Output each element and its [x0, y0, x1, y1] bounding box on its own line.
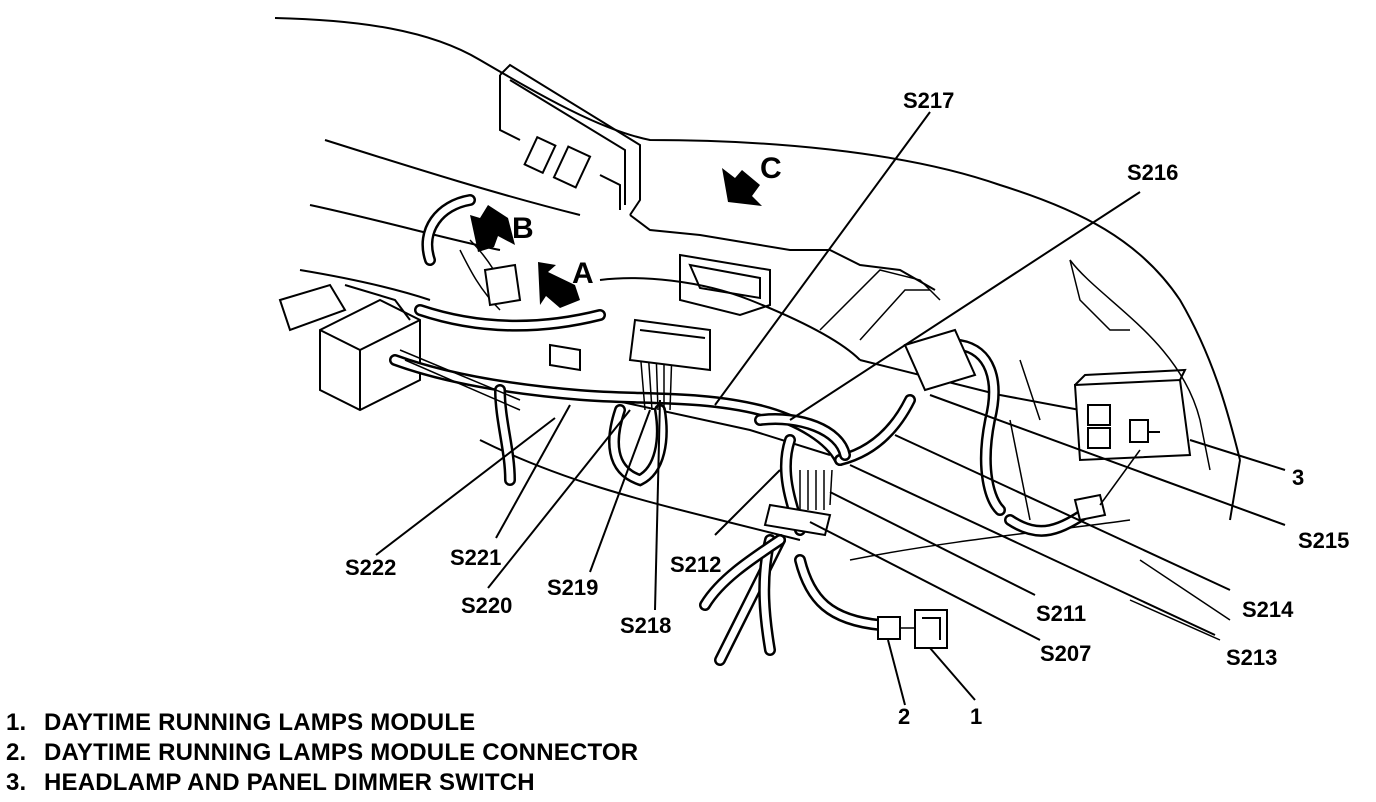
cluster-housing	[499, 63, 641, 216]
instrument-panel-outline	[274, 17, 1241, 641]
leader-lines	[375, 111, 1286, 706]
splice-label-s215: S215	[1298, 528, 1349, 553]
callout-1: 1	[970, 704, 982, 729]
splice-labels: S217 S216 S215 S214 S213 S212 S211 S207 …	[345, 88, 1349, 670]
legend-text: DAYTIME RUNNING LAMPS MODULE	[44, 709, 476, 736]
splice-label-s220: S220	[461, 593, 512, 618]
view-arrow-c: C	[722, 152, 782, 206]
left-connector-block	[278, 283, 421, 412]
splice-label-s222: S222	[345, 555, 396, 580]
legend-item: 3. HEADLAMP AND PANEL DIMMER SWITCH	[6, 768, 638, 798]
legend-text: HEADLAMP AND PANEL DIMMER SWITCH	[44, 769, 535, 796]
numeric-callouts: 1 2 3	[898, 465, 1304, 729]
view-arrow-b: B	[470, 205, 534, 252]
splice-label-s211: S211	[1036, 601, 1086, 626]
splice-label-s207: S207	[1040, 641, 1091, 666]
drl-module-connector	[877, 616, 901, 640]
splice-label-s214: S214	[1242, 597, 1294, 622]
splice-label-s213: S213	[1226, 645, 1277, 670]
legend-number: 3.	[6, 769, 27, 796]
view-arrow-b-label: B	[512, 212, 534, 245]
splice-label-s218: S218	[620, 613, 671, 638]
drl-module	[914, 609, 948, 649]
connectors	[483, 263, 1192, 537]
view-arrow-c-label: C	[760, 152, 782, 185]
view-arrow-a: A	[538, 257, 594, 308]
legend-text: DAYTIME RUNNING LAMPS MODULE CONNECTOR	[44, 739, 639, 766]
splice-label-s212: S212	[670, 552, 721, 577]
splice-label-s217: S217	[903, 88, 954, 113]
legend-item: 1. DAYTIME RUNNING LAMPS MODULE	[6, 708, 638, 738]
callout-3: 3	[1292, 465, 1304, 490]
splice-label-s216: S216	[1127, 160, 1178, 185]
legend-number: 2.	[6, 739, 27, 766]
view-arrow-a-label: A	[572, 257, 594, 290]
legend-number: 1.	[6, 709, 27, 736]
legend-item: 2. DAYTIME RUNNING LAMPS MODULE CONNECTOR	[6, 738, 638, 768]
legend: 1. DAYTIME RUNNING LAMPS MODULE 2. DAYTIME…	[6, 708, 638, 798]
splice-label-s221: S221	[450, 545, 501, 570]
splice-label-s219: S219	[547, 575, 598, 600]
callout-2: 2	[898, 704, 910, 729]
